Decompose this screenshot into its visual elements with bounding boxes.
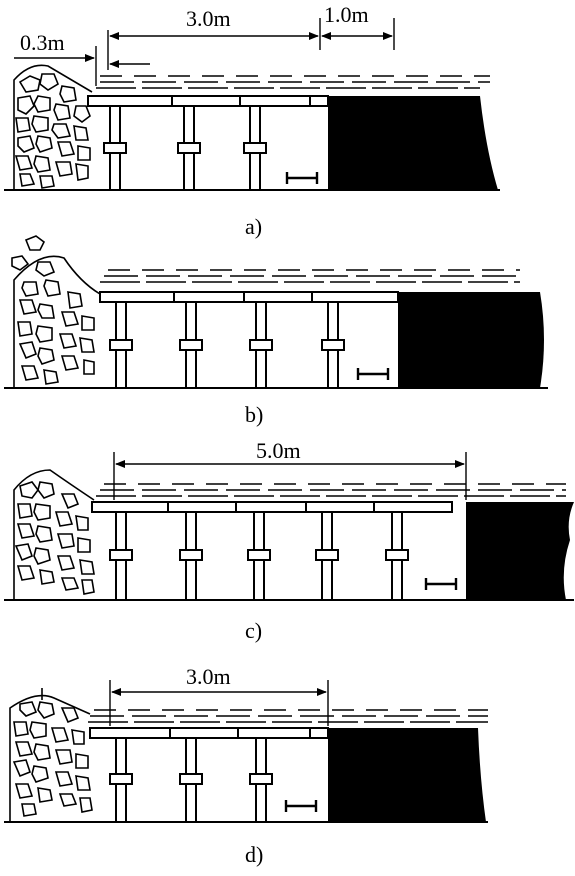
conveyor-symbol [285, 172, 319, 184]
panel-caption: b) [245, 402, 263, 427]
dimension-lines [113, 452, 467, 500]
conveyor-symbol [284, 800, 318, 812]
dimension-lines [14, 18, 395, 86]
goaf-rubble [9, 688, 93, 822]
roof-beam [99, 291, 399, 303]
panel-a: 0.3m 3.0m 1.0m a) [4, 2, 500, 239]
prop [249, 301, 273, 389]
prop [179, 737, 203, 823]
dimension-label: 5.0m [256, 438, 301, 463]
coal-seam [466, 502, 574, 600]
roof-beam [87, 95, 329, 107]
prop [247, 511, 271, 601]
prop [385, 511, 409, 601]
hydraulic-props [109, 737, 273, 823]
prop [109, 737, 133, 823]
panel-d: 3.0m d) [4, 664, 488, 867]
panel-caption: a) [245, 214, 262, 239]
roof-strata-lines [88, 709, 488, 723]
prop [109, 511, 133, 601]
hydraulic-props [109, 301, 345, 389]
prop [179, 301, 203, 389]
goaf-rubble [13, 469, 95, 600]
dimension-label: 1.0m [324, 2, 369, 27]
roof-beam [89, 727, 329, 739]
prop [321, 301, 345, 389]
goaf-rubble [11, 235, 101, 388]
dimension-label: 3.0m [186, 664, 231, 689]
prop [177, 105, 201, 191]
roof-strata-lines [100, 269, 520, 283]
prop [179, 511, 203, 601]
roof-strata-lines [96, 75, 490, 89]
panel-caption: c) [245, 618, 262, 643]
prop [103, 105, 127, 191]
roof-beam [91, 501, 453, 513]
conveyor-symbol [424, 578, 458, 590]
roof-strata-lines [96, 483, 566, 497]
goaf-rubble [13, 64, 93, 190]
prop [109, 301, 133, 389]
prop [243, 105, 267, 191]
prop [315, 511, 339, 601]
coal-seam [328, 96, 498, 190]
coal-seam [398, 292, 544, 388]
panel-b: b) [4, 235, 548, 427]
dimension-label: 0.3m [20, 30, 65, 55]
coal-seam [328, 728, 486, 822]
panel-c: 5.0m c) [4, 438, 574, 643]
conveyor-symbol [356, 368, 390, 380]
dimension-label: 3.0m [186, 6, 231, 31]
hydraulic-props [103, 105, 267, 191]
panel-caption: d) [245, 842, 263, 867]
hydraulic-props [109, 511, 409, 601]
dimension-lines [109, 680, 329, 726]
prop [249, 737, 273, 823]
